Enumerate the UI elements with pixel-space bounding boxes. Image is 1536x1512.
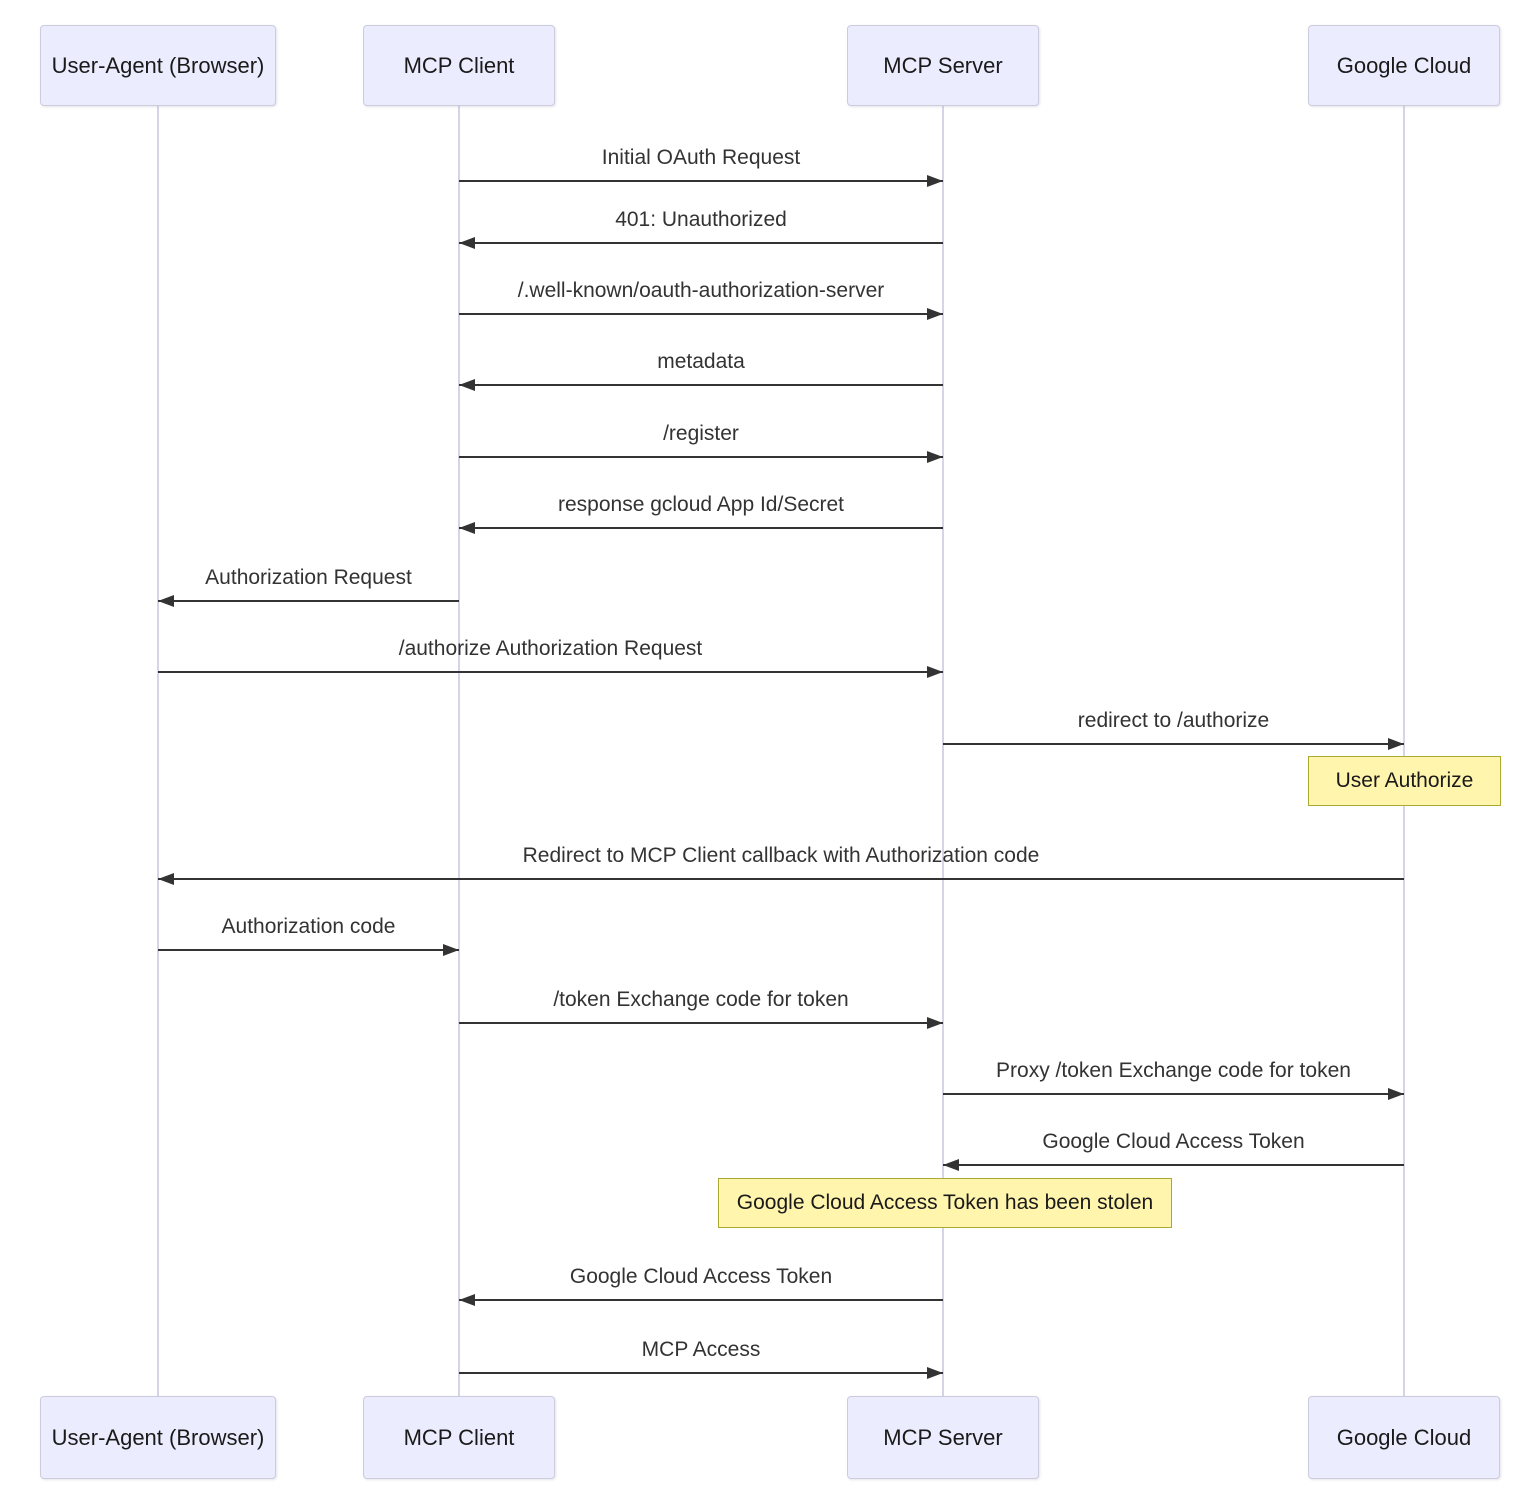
message-line bbox=[459, 384, 943, 386]
message-line bbox=[459, 313, 943, 315]
message-line bbox=[459, 180, 943, 182]
arrowhead-right-icon bbox=[927, 175, 943, 187]
message-authorize-authorization-request: /authorize Authorization Request bbox=[158, 637, 943, 678]
message-line bbox=[943, 1093, 1404, 1095]
message-label: metadata bbox=[657, 350, 745, 373]
message-401-unauthorized: 401: Unauthorized bbox=[459, 208, 943, 249]
arrowhead-right-icon bbox=[443, 944, 459, 956]
message-line bbox=[459, 242, 943, 244]
message-google-cloud-access-token-to-client: Google Cloud Access Token bbox=[459, 1265, 943, 1306]
lifeline-google-cloud bbox=[1403, 106, 1405, 1396]
participant-box-google-cloud-bottom: Google Cloud bbox=[1308, 1396, 1500, 1479]
arrowhead-right-icon bbox=[927, 451, 943, 463]
participant-box-user-agent-bottom: User-Agent (Browser) bbox=[40, 1396, 276, 1479]
participant-label: MCP Server bbox=[883, 52, 1003, 78]
message-token-exchange: /token Exchange code for token bbox=[459, 988, 943, 1029]
note-label: User Authorize bbox=[1335, 769, 1474, 792]
message-google-cloud-access-token-to-server: Google Cloud Access Token bbox=[943, 1130, 1404, 1171]
message-label: Initial OAuth Request bbox=[601, 146, 801, 169]
message-label: Redirect to MCP Client callback with Aut… bbox=[522, 844, 1040, 867]
participant-label: Google Cloud bbox=[1336, 52, 1472, 78]
lifeline-user-agent bbox=[157, 106, 159, 1396]
message-authorization-request: Authorization Request bbox=[158, 566, 459, 607]
message-response-gcloud-app-id-secret: response gcloud App Id/Secret bbox=[459, 493, 943, 534]
message-initial-oauth-request: Initial OAuth Request bbox=[459, 146, 943, 187]
arrowhead-left-icon bbox=[158, 595, 174, 607]
participant-label: MCP Client bbox=[403, 52, 515, 78]
arrowhead-left-icon bbox=[459, 1294, 475, 1306]
participant-label: User-Agent (Browser) bbox=[51, 52, 265, 78]
note-user-authorize: User Authorize bbox=[1308, 756, 1501, 806]
participant-label: MCP Server bbox=[883, 1424, 1003, 1450]
message-line bbox=[943, 743, 1404, 745]
message-line bbox=[943, 1164, 1404, 1166]
lifeline-mcp-server bbox=[942, 106, 944, 1396]
participant-box-mcp-client-top: MCP Client bbox=[363, 25, 555, 106]
message-line bbox=[459, 1372, 943, 1374]
message-label: response gcloud App Id/Secret bbox=[557, 493, 845, 516]
message-line bbox=[459, 527, 943, 529]
message-mcp-access: MCP Access bbox=[459, 1338, 943, 1379]
message-line bbox=[459, 1022, 943, 1024]
message-label: Authorization code bbox=[221, 915, 396, 938]
message-redirect-callback-authorization-code: Redirect to MCP Client callback with Aut… bbox=[158, 844, 1404, 885]
message-label: MCP Access bbox=[641, 1338, 761, 1361]
participant-box-google-cloud-top: Google Cloud bbox=[1308, 25, 1500, 106]
arrowhead-right-icon bbox=[927, 666, 943, 678]
participant-box-mcp-client-bottom: MCP Client bbox=[363, 1396, 555, 1479]
participant-label: MCP Client bbox=[403, 1424, 515, 1450]
message-label: /token Exchange code for token bbox=[553, 988, 849, 1011]
arrowhead-left-icon bbox=[459, 522, 475, 534]
message-label: /authorize Authorization Request bbox=[398, 637, 703, 660]
message-line bbox=[459, 456, 943, 458]
participant-box-mcp-server-bottom: MCP Server bbox=[847, 1396, 1039, 1479]
message-label: Google Cloud Access Token bbox=[1042, 1130, 1305, 1153]
note-label: Google Cloud Access Token has been stole… bbox=[736, 1191, 1154, 1214]
message-label: Proxy /token Exchange code for token bbox=[996, 1059, 1351, 1082]
message-line bbox=[158, 600, 459, 602]
arrowhead-right-icon bbox=[1388, 738, 1404, 750]
message-label: Authorization Request bbox=[205, 566, 412, 589]
message-redirect-to-authorize: redirect to /authorize bbox=[943, 709, 1404, 750]
arrowhead-left-icon bbox=[459, 379, 475, 391]
note-token-stolen: Google Cloud Access Token has been stole… bbox=[718, 1178, 1172, 1228]
message-authorization-code: Authorization code bbox=[158, 915, 459, 956]
message-label: Google Cloud Access Token bbox=[569, 1265, 833, 1288]
arrowhead-right-icon bbox=[927, 308, 943, 320]
participant-box-user-agent-top: User-Agent (Browser) bbox=[40, 25, 276, 106]
message-line bbox=[158, 671, 943, 673]
message-well-known-oauth: /.well-known/oauth-authorization-server bbox=[459, 279, 943, 320]
message-register: /register bbox=[459, 422, 943, 463]
arrowhead-left-icon bbox=[459, 237, 475, 249]
arrowhead-left-icon bbox=[943, 1159, 959, 1171]
message-line bbox=[459, 1299, 943, 1301]
message-proxy-token-exchange: Proxy /token Exchange code for token bbox=[943, 1059, 1404, 1100]
message-metadata: metadata bbox=[459, 350, 943, 391]
message-label: /.well-known/oauth-authorization-server bbox=[517, 279, 885, 302]
arrowhead-right-icon bbox=[927, 1017, 943, 1029]
message-label: redirect to /authorize bbox=[1077, 709, 1270, 732]
arrowhead-right-icon bbox=[1388, 1088, 1404, 1100]
message-label: 401: Unauthorized bbox=[615, 208, 787, 231]
participant-box-mcp-server-top: MCP Server bbox=[847, 25, 1039, 106]
participant-label: User-Agent (Browser) bbox=[51, 1424, 265, 1450]
participant-label: Google Cloud bbox=[1336, 1424, 1472, 1450]
message-line bbox=[158, 949, 459, 951]
message-line bbox=[158, 878, 1404, 880]
message-label: /register bbox=[663, 422, 739, 445]
arrowhead-right-icon bbox=[927, 1367, 943, 1379]
arrowhead-left-icon bbox=[158, 873, 174, 885]
lifeline-mcp-client bbox=[458, 106, 460, 1396]
